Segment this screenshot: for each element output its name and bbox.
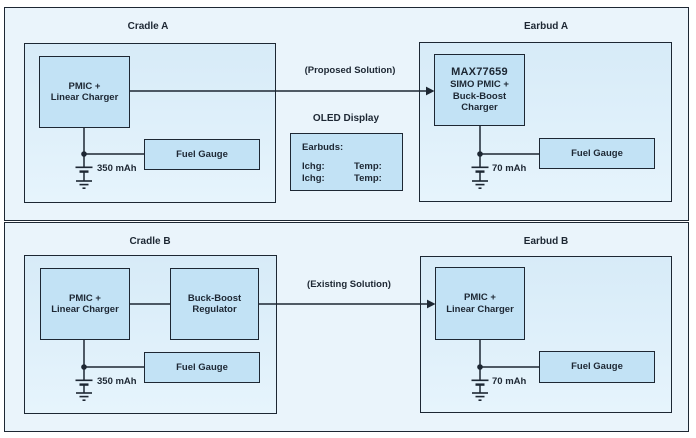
block-text-line: PMIC + [464,292,496,303]
oled-ichg-label-1: Ichg: [302,161,325,172]
cradle-b-fuel-gauge-block: Fuel Gauge [144,352,260,383]
oled-display-box: Earbuds: Ichg: Temp: Ichg: Temp: [290,133,403,191]
earbud-a-junction-dot [477,151,483,157]
cradle-b-buck-boost-block: Buck-Boost Regulator [170,268,259,340]
oled-temp-label-1: Temp: [354,161,382,172]
cradle-a-pmic-block: PMIC + Linear Charger [39,56,130,128]
cradle-a-battery-icon [75,166,93,181]
proposed-arrowhead-icon [426,86,435,96]
block-text-line: Fuel Gauge [571,361,623,373]
earbud-a-max77659-block: MAX77659 SIMO PMIC + Buck-Boost Charger [434,54,525,126]
block-text-line: PMIC + [68,80,101,92]
block-text-line: Charger [461,102,498,114]
block-text-line: Fuel Gauge [176,148,228,160]
earbud-a-battery-icon [471,166,489,181]
block-text-line: Fuel Gauge [571,147,623,159]
proposed-solution-label: (Proposed Solution) [304,65,396,76]
earbud-a-ground-icon [472,180,488,189]
cradle-a-junction-dot [81,151,87,157]
cradle-b-battery-label: 350 mAh [97,376,137,387]
block-text-line: Linear Charger [50,92,119,103]
oled-earbuds-label: Earbuds: [302,142,344,153]
cradle-b-battery-icon [75,379,93,393]
block-text-line: Linear Charger [446,303,514,315]
cradle-b-title: Cradle B [129,236,171,247]
block-text-line: Buck-Boost [452,90,507,102]
existing-arrowhead-icon [427,299,436,309]
earbud-b-pmic-block: PMIC + Linear Charger [435,267,525,340]
earbud-b-title: Earbud B [523,236,569,247]
earbud-b-ground-icon [472,392,488,401]
block-text-line: Fuel Gauge [176,361,228,373]
cradle-a-battery-label: 350 mAh [97,163,137,174]
earbud-b-battery-label: 70 mAh [492,376,527,387]
earbud-b-fuel-gauge-block: Fuel Gauge [539,351,655,383]
block-text-line: PMIC + [69,292,101,304]
cradle-b-pmic-block: PMIC + Linear Charger [40,268,130,340]
block-text-line: Linear Charger [51,304,119,315]
block-text-line: SIMO PMIC + [450,79,509,91]
cradle-a-ground-icon [76,180,92,189]
cradle-b-junction-dot [81,364,87,370]
existing-solution-label: (Existing Solution) [307,279,391,290]
cradle-b-ground-icon [76,392,92,401]
earbud-a-title: Earbud A [523,21,569,32]
block-text-line: MAX77659 [451,66,508,79]
oled-ichg-label-2: Ichg: [302,173,325,184]
oled-display-title: OLED Display [312,113,380,124]
cradle-a-title: Cradle A [127,21,169,32]
earbud-b-battery-icon [471,379,489,393]
cradle-a-fuel-gauge-block: Fuel Gauge [144,139,260,170]
oled-temp-label-2: Temp: [354,173,382,184]
block-text-line: Buck-Boost [187,292,242,304]
block-text-line: Regulator [192,304,237,315]
earbud-a-battery-label: 70 mAh [492,163,527,174]
earbud-b-junction-dot [477,364,483,370]
earbud-a-fuel-gauge-block: Fuel Gauge [539,138,655,169]
